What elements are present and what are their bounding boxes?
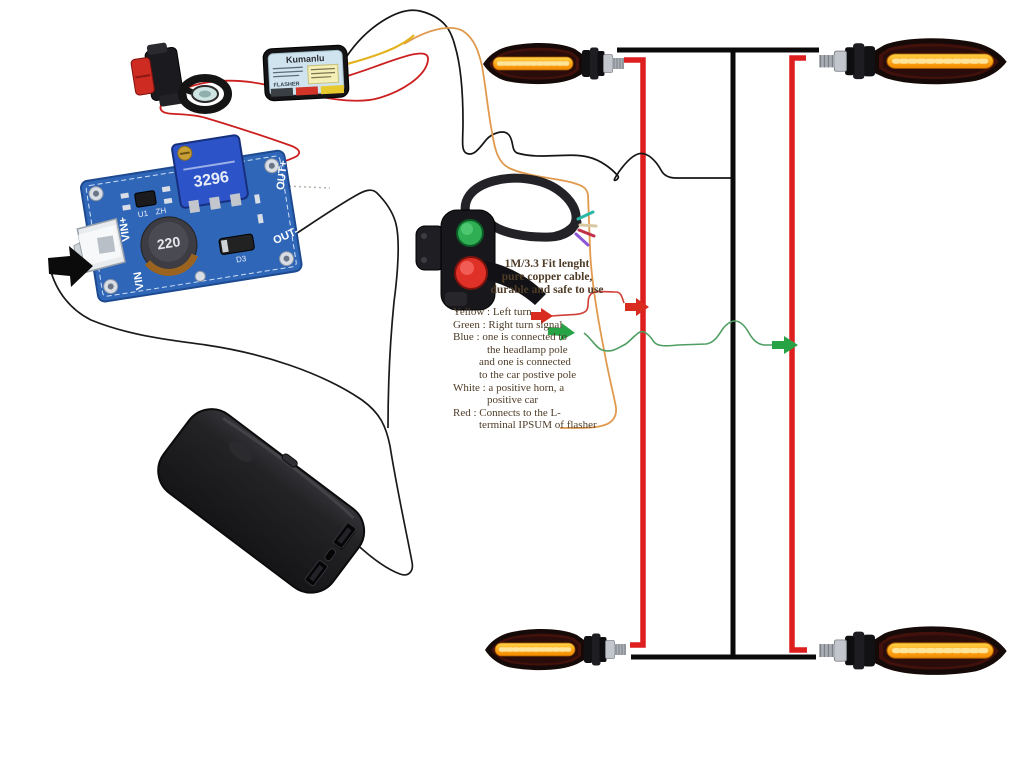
switch-lever <box>470 258 546 305</box>
ref-u1: U1 <box>137 209 149 220</box>
green-arrow-right-turn <box>547 322 575 341</box>
power-button <box>281 453 298 468</box>
legend-red: Red : Connects to the L- <box>453 406 561 419</box>
power-bank <box>157 408 366 594</box>
turn-signal-top-right <box>819 38 1007 84</box>
wire-orange <box>403 27 617 429</box>
flasher-brand: Kumanlu <box>286 53 325 65</box>
cable-note-line2: pure copper cable, <box>501 271 593 283</box>
legend-white-2: positive car <box>487 394 539 407</box>
trimpot-value: 3296 <box>192 169 230 191</box>
turn-signal-bottom-left <box>485 629 626 670</box>
flasher-relay: Kumanlu FLASHER <box>262 44 350 102</box>
legend-green: Green : Right turn signal <box>453 318 563 331</box>
boost-converter: 3296 220 VIN+ VIN OUT+ OUT- U1 ZH D3 <box>73 134 303 303</box>
ref-zh: ZH <box>155 206 167 217</box>
wire-flasher-yellow <box>346 34 415 66</box>
wire-powerbank-input <box>49 267 414 576</box>
green-arrow-to-rail <box>772 336 798 354</box>
pad-label-vin-plus: VIN+ <box>117 216 133 242</box>
ring-connector <box>178 74 232 114</box>
combo-switch <box>415 173 598 311</box>
legend-arrows <box>531 298 798 354</box>
wire-out-minus <box>276 189 399 429</box>
wire-color-legend: Yellow : Left turn Green : Right turn si… <box>453 306 643 432</box>
wiring-rails <box>617 47 819 660</box>
ref-d3: D3 <box>235 254 247 265</box>
wire-legend-red <box>551 290 625 317</box>
pad-label-vin-minus: VIN <box>132 271 147 291</box>
legend-yellow: Yellow : Left turn <box>453 306 532 318</box>
legend-blue: Blue : one is connected to <box>453 331 567 344</box>
legend-blue-4: to the car postive pole <box>479 368 577 381</box>
inductor-220: 220 <box>140 216 199 276</box>
red-arrow-left-turn <box>531 308 553 324</box>
wire-flasher-ground <box>346 9 731 182</box>
legend-blue-2: the headlamp pole <box>487 343 568 356</box>
thin-wires <box>49 9 774 576</box>
wire-legend-green <box>583 320 774 352</box>
red-arrow-to-rail <box>625 298 649 316</box>
legend-white: White : a positive horn, a <box>453 381 565 394</box>
faint-dotted-mark <box>283 185 331 189</box>
usb-ports <box>304 522 357 587</box>
flasher-label: FLASHER <box>273 81 299 88</box>
ic-u1 <box>134 190 157 208</box>
legend-blue-3: and one is connected <box>479 356 571 369</box>
cable-note: 1M/3.3 Fit lenght pure copper cable, dur… <box>468 258 626 297</box>
cable-leads <box>574 210 598 247</box>
cable-note-line1: 1M/3.3 Fit lenght <box>504 258 590 270</box>
plug-arrow-icon <box>48 246 93 287</box>
turn-signal-bottom-right <box>819 626 1007 674</box>
trimpot-3296: 3296 <box>171 134 249 214</box>
cable-note-line3: durable and safe to use <box>490 284 604 296</box>
switch-cable <box>460 173 581 242</box>
pad-label-out-plus: OUT+ <box>275 160 290 191</box>
inductor-value: 220 <box>156 233 182 252</box>
legend-red-2: terminal IPSUM of flasher <box>479 419 597 432</box>
kill-switch <box>130 42 232 114</box>
turn-signal-top-left <box>483 43 624 84</box>
